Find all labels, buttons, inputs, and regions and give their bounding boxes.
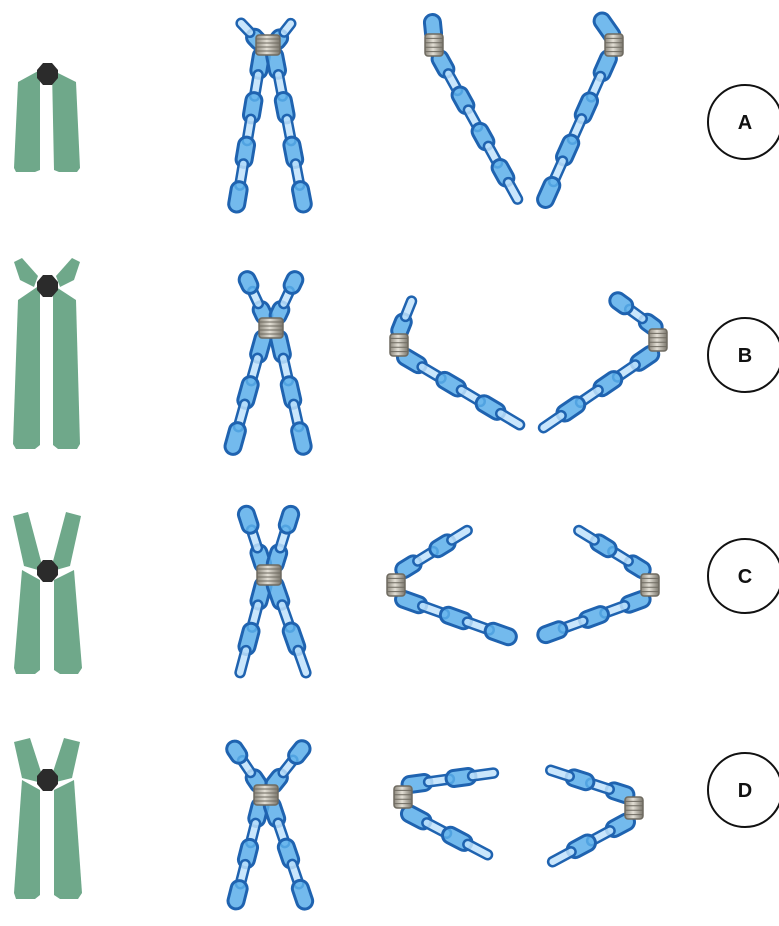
chromatid-chain-right <box>537 290 667 434</box>
chromatid-chain-left <box>424 14 524 205</box>
chromatid-chain-left <box>389 295 525 431</box>
row-b: B <box>13 258 779 456</box>
chromatid-arm <box>54 780 82 899</box>
chromatid-chain-right <box>545 765 643 868</box>
chromatid-upper-arm <box>52 512 81 570</box>
chain-link <box>545 765 575 782</box>
spring-centromere <box>257 565 281 585</box>
spring-centromere <box>256 35 280 55</box>
row-d: D <box>14 738 779 912</box>
chain-model-acrocentric-separated <box>389 290 667 434</box>
row-a: A <box>14 10 779 213</box>
chain-model-metacentric-intact <box>224 738 315 912</box>
chain-model-telocentric-separated <box>424 10 623 210</box>
chromatid-arm <box>14 570 40 674</box>
row-label-d: D <box>708 753 779 827</box>
chain-link <box>235 17 256 39</box>
chain-link <box>290 421 313 456</box>
spring-centromere <box>649 329 667 351</box>
row-label-c: C <box>708 539 779 613</box>
chain-link <box>483 621 519 647</box>
label-text: B <box>738 345 752 367</box>
row-c: C <box>13 504 779 678</box>
spring-centromere <box>425 34 443 56</box>
spring-centromere <box>390 334 408 356</box>
spring-centromere <box>605 34 623 56</box>
chain-model-telocentric-intact <box>228 17 313 213</box>
chromatid-arm <box>14 780 40 899</box>
chromosome-metacentric-icon <box>14 738 82 899</box>
label-text: D <box>738 780 752 802</box>
spring-centromere <box>394 786 412 808</box>
chain-model-submetacentric-intact <box>235 504 312 678</box>
chain-link <box>235 645 252 678</box>
chromosome-submetacentric-icon <box>13 512 82 674</box>
chain-link <box>236 504 260 535</box>
chain-link <box>291 180 312 213</box>
chain-link <box>573 524 601 546</box>
chromatid-arm <box>53 285 80 449</box>
chain-link <box>446 524 474 546</box>
chromatid-arm <box>52 70 80 172</box>
chain-model-metacentric-separated <box>394 765 643 868</box>
spring-centromere <box>625 797 643 819</box>
chromatid-arm <box>14 70 40 172</box>
chain-link <box>462 838 494 860</box>
chromatid-upper-arm <box>56 258 80 287</box>
chain-model-submetacentric-separated <box>387 524 659 647</box>
chromatid-chain-left <box>387 524 519 647</box>
spring-centromere <box>254 785 278 805</box>
chromatid-chain-left <box>394 768 498 861</box>
row-label-b: B <box>708 318 779 392</box>
chain-link <box>226 879 249 911</box>
row-label-a: A <box>708 85 779 159</box>
chromatid-upper-arm <box>14 258 38 287</box>
chain-model-acrocentric-intact <box>223 269 313 456</box>
chain-link <box>547 846 578 868</box>
label-text: A <box>738 112 752 134</box>
chromatid-upper-arm <box>13 512 42 570</box>
chromosome-telocentric-icon <box>14 63 80 172</box>
spring-centromere <box>259 318 283 338</box>
chain-link <box>400 295 418 322</box>
chromosome-acrocentric-icon <box>13 258 80 449</box>
chain-link <box>290 878 315 911</box>
chain-link <box>292 645 311 679</box>
spring-centromere <box>387 574 405 596</box>
chain-link <box>277 504 300 535</box>
spring-centromere <box>641 574 659 596</box>
chain-link <box>278 17 297 38</box>
chain-link <box>228 180 249 213</box>
chain-link <box>495 407 526 431</box>
label-text: C <box>738 566 752 588</box>
chromatid-chain-right <box>536 524 659 644</box>
chain-link <box>536 620 570 645</box>
chain-link <box>223 421 247 456</box>
chromatid-arm <box>54 570 82 674</box>
chain-link <box>535 175 562 210</box>
chromatid-arm <box>13 285 40 449</box>
chromatid-chain-right <box>535 10 623 210</box>
chain-link <box>502 176 523 205</box>
